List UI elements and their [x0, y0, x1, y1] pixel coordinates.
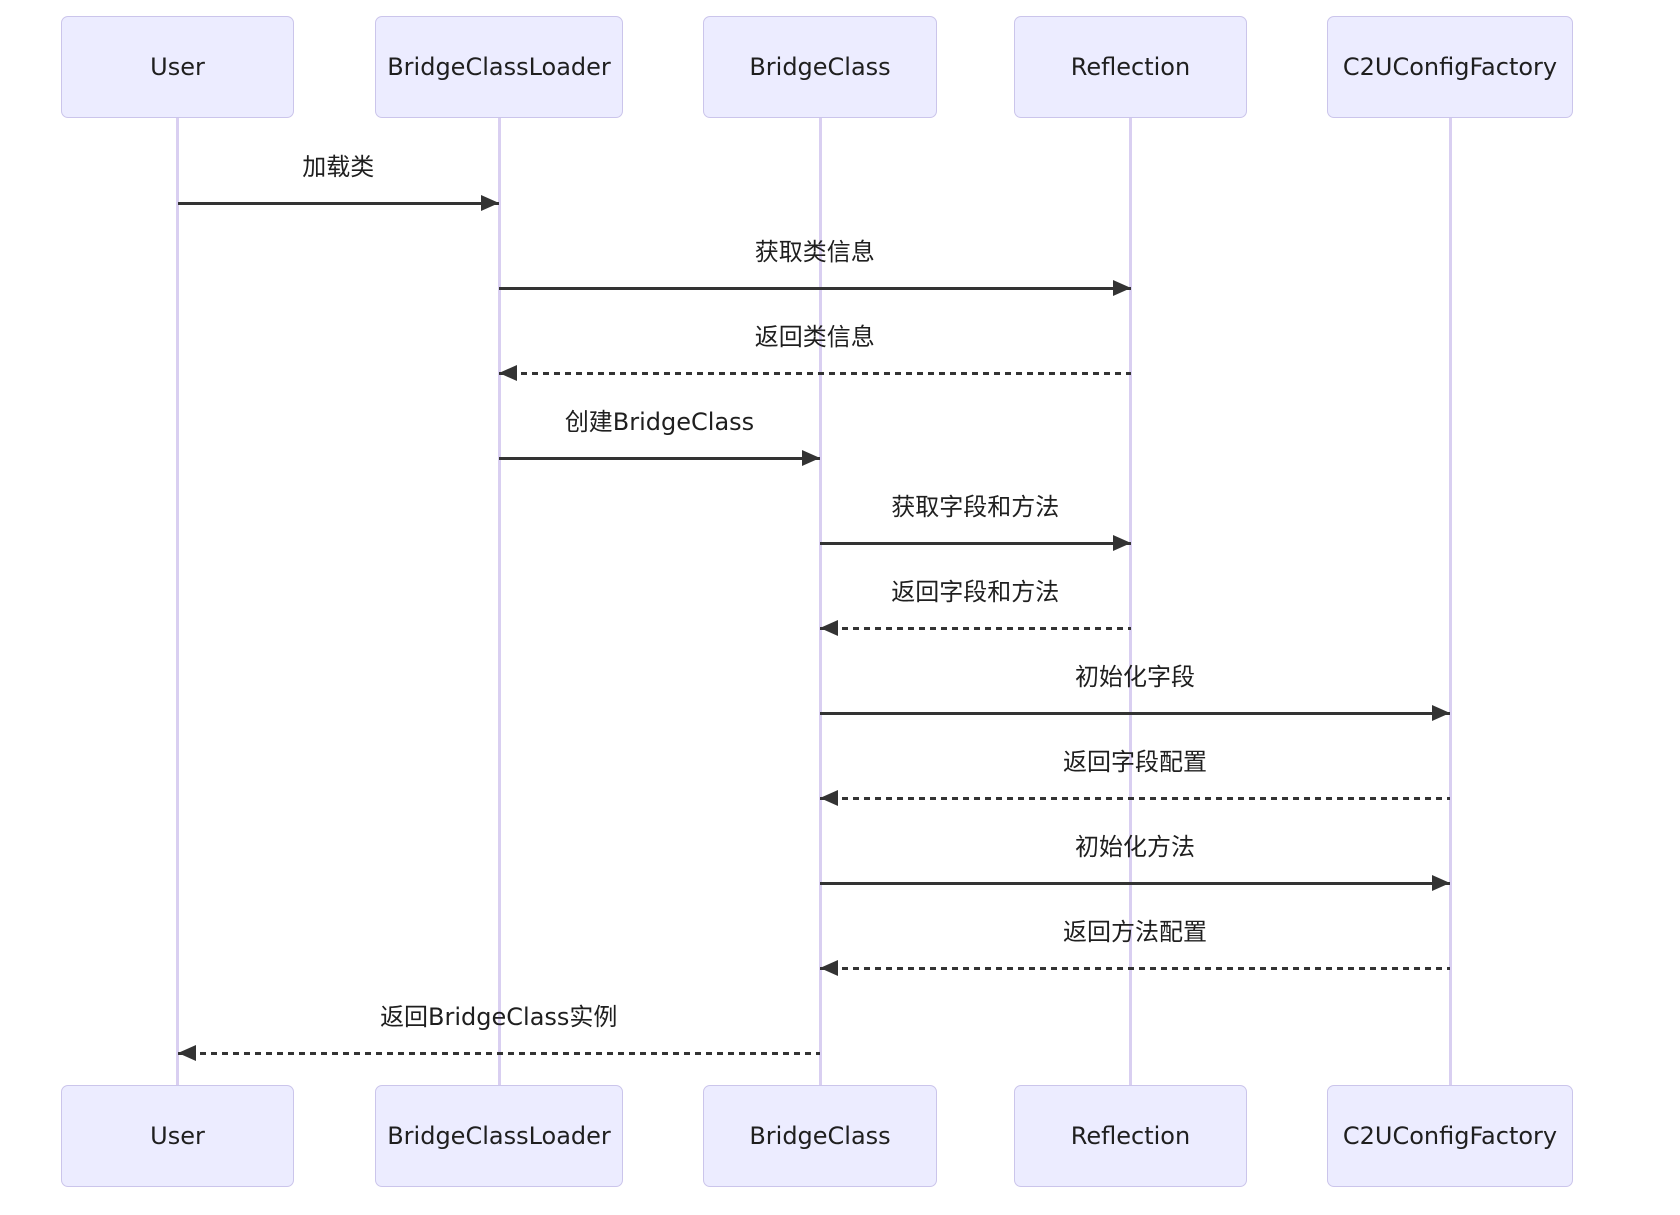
actor-label-bridge-class-loader: BridgeClassLoader — [387, 53, 611, 81]
message-label: 初始化方法 — [1075, 833, 1195, 861]
message-line-solid — [177, 201, 499, 205]
lifeline-bridge-class — [818, 118, 822, 1085]
arrowhead-icon — [820, 790, 838, 806]
message-label: 返回类信息 — [754, 323, 875, 351]
actor-box-top-bridge-class-loader: BridgeClassLoader — [375, 16, 623, 118]
actor-box-bottom-reflection: Reflection — [1014, 1085, 1247, 1187]
message-line-dashed — [820, 626, 1131, 630]
message-line-solid — [820, 541, 1131, 545]
message-line-dashed — [820, 796, 1450, 800]
actor-box-bottom-bridge-class: BridgeClass — [703, 1085, 937, 1187]
message-line-solid — [820, 881, 1450, 885]
message-line-dashed — [820, 966, 1450, 970]
message-line-solid — [499, 456, 820, 460]
actor-label-bridge-class: BridgeClass — [749, 1122, 891, 1150]
arrowhead-icon — [499, 365, 517, 381]
arrowhead-icon — [177, 1045, 196, 1061]
arrowhead-icon — [820, 960, 838, 976]
arrowhead-icon — [1112, 535, 1131, 551]
message-label: 创建BridgeClass — [564, 408, 755, 436]
actor-box-top-c2u-config-factory: C2UConfigFactory — [1327, 16, 1573, 118]
message-label: 获取类信息 — [754, 238, 875, 266]
actor-label-bridge-class-loader: BridgeClassLoader — [387, 1122, 611, 1150]
actor-label-user: User — [150, 1122, 205, 1150]
actor-box-top-reflection: Reflection — [1014, 16, 1247, 118]
lifeline-user — [176, 118, 179, 1085]
actor-label-user: User — [150, 53, 205, 81]
actor-label-reflection: Reflection — [1070, 53, 1191, 81]
lifeline-c2u-config-factory — [1448, 118, 1452, 1085]
arrowhead-icon — [1432, 705, 1450, 721]
actor-box-bottom-bridge-class-loader: BridgeClassLoader — [375, 1085, 623, 1187]
actor-box-bottom-c2u-config-factory: C2UConfigFactory — [1327, 1085, 1573, 1187]
message-label: 返回字段和方法 — [891, 578, 1060, 606]
message-label: 加载类 — [302, 153, 375, 181]
message-line-dashed — [499, 371, 1131, 375]
message-label: 获取字段和方法 — [891, 493, 1060, 521]
arrowhead-icon — [802, 450, 820, 466]
actor-label-reflection: Reflection — [1070, 1122, 1191, 1150]
actor-label-c2u-config-factory: C2UConfigFactory — [1342, 53, 1558, 81]
message-line-solid — [820, 711, 1450, 715]
actor-box-top-user: User — [61, 16, 294, 118]
actor-label-c2u-config-factory: C2UConfigFactory — [1342, 1122, 1558, 1150]
message-label: 初始化字段 — [1075, 663, 1195, 691]
lifeline-reflection — [1129, 118, 1132, 1085]
message-line-solid — [499, 286, 1131, 290]
actor-box-top-bridge-class: BridgeClass — [703, 16, 937, 118]
message-label: 返回字段配置 — [1063, 748, 1207, 776]
message-label: 返回BridgeClass实例 — [380, 1003, 618, 1031]
actor-label-bridge-class: BridgeClass — [749, 53, 891, 81]
message-line-dashed — [177, 1051, 820, 1055]
arrowhead-icon — [481, 195, 499, 211]
actor-box-bottom-user: User — [61, 1085, 294, 1187]
lifeline-bridge-class-loader — [497, 118, 501, 1085]
message-label: 返回方法配置 — [1063, 918, 1207, 946]
arrowhead-icon — [1112, 280, 1131, 296]
arrowhead-icon — [820, 620, 838, 636]
arrowhead-icon — [1432, 875, 1450, 891]
